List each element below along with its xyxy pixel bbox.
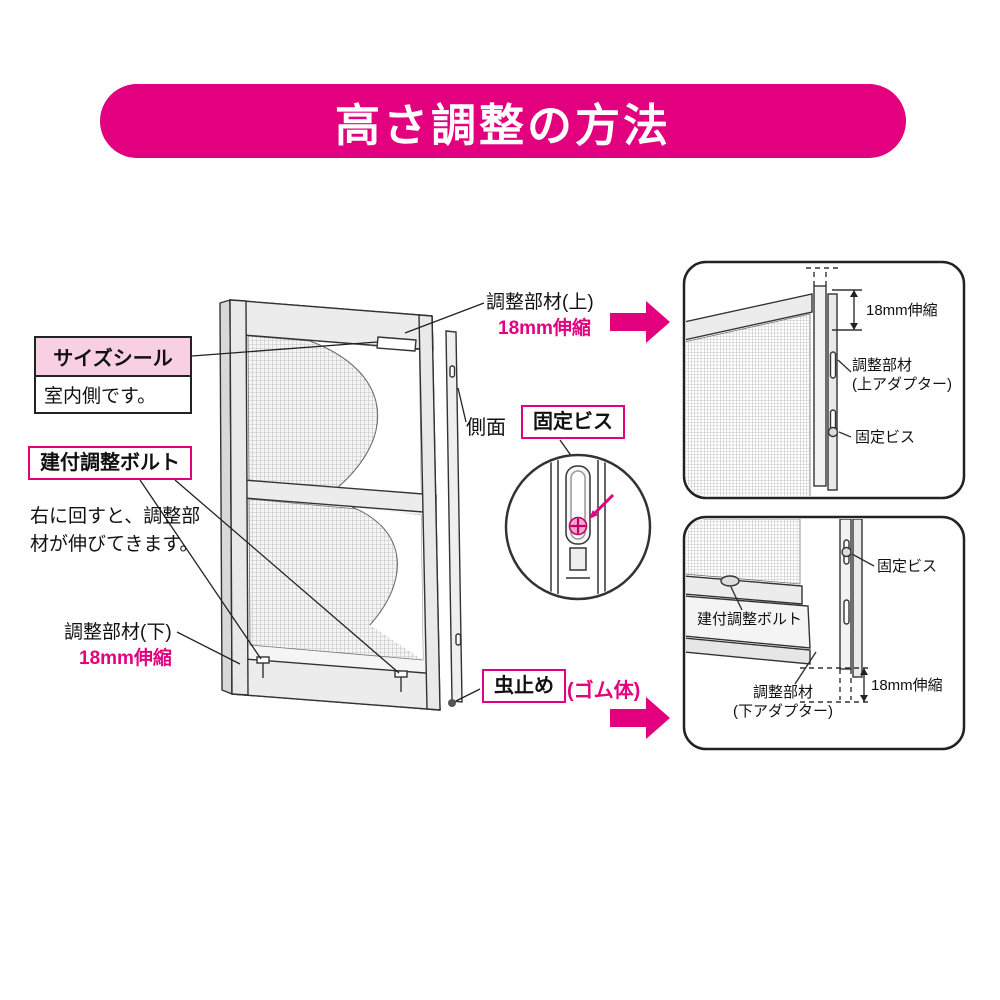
bug-stop-label: 虫止め (482, 669, 566, 703)
leader-lines (139, 302, 573, 702)
screw-detail-circle-drawing (504, 453, 652, 601)
top-panel-screw-label: 固定ビス (855, 429, 916, 446)
adjuster-lower-range: 18mm伸縮 (79, 648, 172, 669)
fit-bolt-head (720, 575, 740, 587)
side-rail-drawing (445, 330, 463, 707)
screw-pointer-arrow (592, 493, 615, 516)
size-seal-title: サイズシール (36, 338, 190, 377)
title-banner: 高さ調整の方法 (100, 84, 906, 158)
bottom-panel-bolt-label: 建付調整ボルト (697, 611, 803, 628)
size-seal-sticker (376, 336, 417, 352)
bolt-note-line2: 材が伸びてきます。 (30, 534, 199, 555)
page-title: 高さ調整の方法 (334, 99, 671, 151)
adjuster-bolts-drawing (256, 656, 408, 692)
bottom-adapter-line2: (下アダプター) (733, 703, 833, 720)
size-seal-callout: サイズシール 室内側です。 (34, 336, 192, 414)
arrow-to-bottom-panel (610, 697, 670, 739)
side-face-label: 側面 (466, 417, 506, 439)
bottom-adapter-line1: 調整部材 (752, 684, 813, 701)
top-adapter-line2: (上アダプター) (852, 376, 952, 393)
adjuster-upper-range: 18mm伸縮 (498, 318, 591, 339)
size-seal-note: 室内側です。 (36, 377, 190, 412)
arrow-to-top-panel (610, 301, 670, 343)
top-adapter-line1: 調整部材 (852, 357, 913, 374)
fixing-screw-label: 固定ビス (521, 405, 625, 439)
bottom-panel-adapter-label: 調整部材 (下アダプター) (733, 683, 833, 721)
bottom-panel-screw-label: 固定ビス (877, 558, 938, 575)
bug-stop-note: (ゴム体) (567, 680, 641, 702)
fit-adjust-bolt-note: 右に回すと、調整部 材が伸びてきます。 (30, 503, 200, 559)
detail-panel-bottom-drawing (682, 515, 966, 751)
adjuster-upper-label: 調整部材(上) (486, 292, 594, 313)
bolt-note-line1: 右に回すと、調整部 (30, 506, 201, 527)
fit-adjust-bolt-label: 建付調整ボルト (28, 446, 192, 480)
top-panel-range-label: 18mm伸縮 (866, 302, 938, 319)
bug-stop-rubber (448, 699, 456, 707)
top-panel-adapter-label: 調整部材 (上アダプター) (852, 356, 952, 394)
main-frame-drawing (219, 299, 441, 711)
detail-panel-top-drawing (682, 260, 966, 500)
adjuster-lower-label: 調整部材(下) (64, 622, 172, 643)
bottom-panel-range-label: 18mm伸縮 (871, 677, 943, 694)
